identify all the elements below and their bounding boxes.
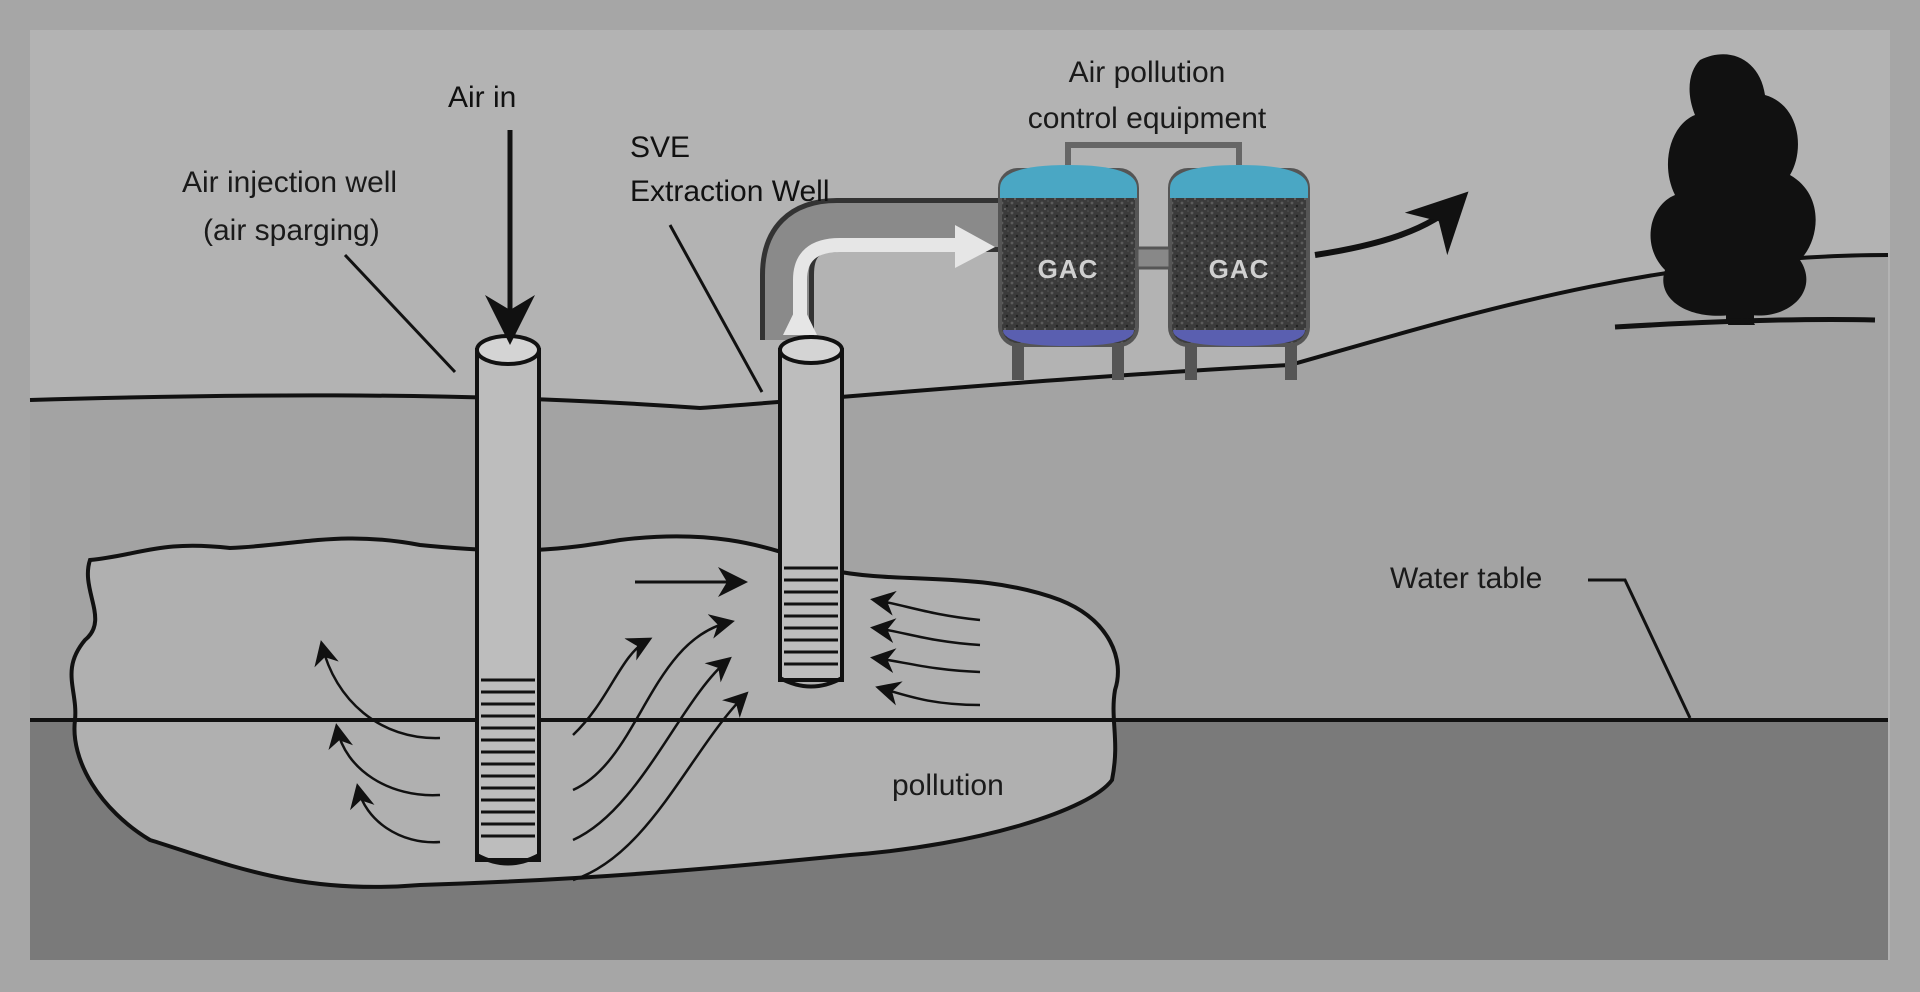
control-equipment-label: Air pollution — [1069, 56, 1226, 89]
exhaust-arrow — [1314, 191, 1469, 258]
injection-well-sublabel: (air sparging) — [203, 214, 380, 247]
pipe-flow-arrow-icon — [793, 238, 960, 335]
tank-connector-middle — [1135, 246, 1172, 270]
air-injection-well — [475, 334, 541, 866]
water-table-label: Water table — [1390, 562, 1542, 595]
sve-extraction-well — [778, 335, 844, 689]
sparge-air-flow-arrows-left — [314, 640, 441, 844]
water-table-leader-line — [1588, 578, 1692, 719]
control-equipment-sublabel: control equipment — [1028, 102, 1267, 135]
sve-label: SVE — [630, 131, 690, 164]
tree-icon — [1614, 54, 1876, 330]
ground-surface-line — [29, 253, 1889, 411]
sparge-air-flow-arrows-right — [572, 614, 749, 882]
tank-connector-top — [1065, 142, 1242, 165]
injection-well-leader-line — [343, 253, 457, 374]
gac-tank-right — [1168, 165, 1310, 380]
air-in-label: Air in — [448, 81, 516, 114]
gac-label-left: GAC — [1038, 254, 1099, 284]
gac-tank-left — [998, 165, 1139, 380]
extraction-pipe — [760, 198, 1000, 340]
injection-well-label: Air injection well — [182, 166, 397, 199]
vapor-flow-arrows-right — [870, 590, 981, 707]
pollution-label: pollution — [892, 769, 1004, 802]
sve-well-leader-line — [668, 224, 764, 393]
extraction-well-label: Extraction Well — [630, 175, 830, 208]
injection-well-screen — [481, 678, 535, 838]
gac-label-right: GAC — [1209, 254, 1270, 284]
extraction-well-screen — [784, 566, 838, 666]
